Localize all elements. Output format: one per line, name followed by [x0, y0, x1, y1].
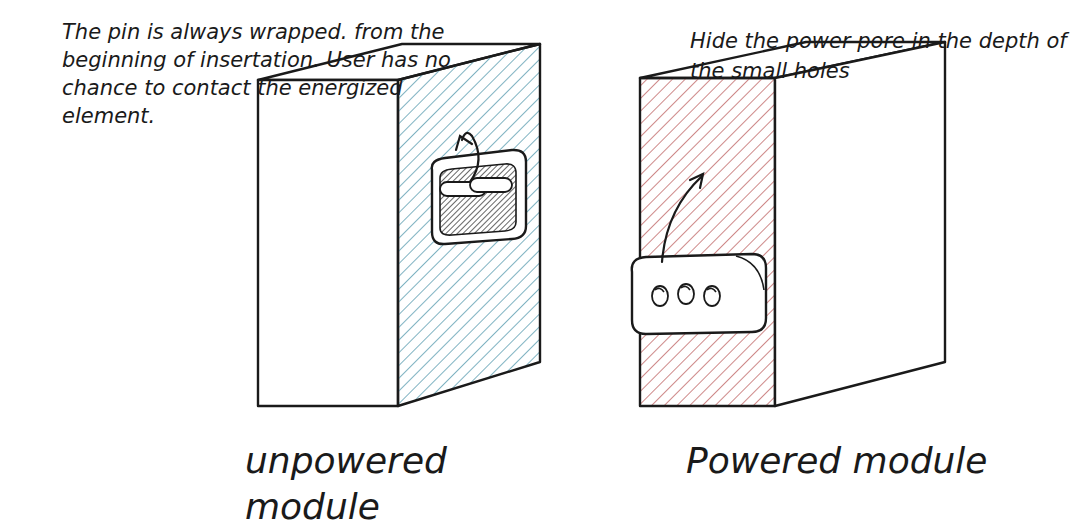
note-text: Hide the power pore in the depth of the …	[690, 26, 1090, 86]
leader-arrow	[456, 133, 479, 182]
leader-arrow	[662, 174, 703, 262]
powered-cube	[632, 42, 945, 406]
module-label: unpowered module	[245, 438, 585, 529]
note-text: The pin is always wrapped. from the begi…	[62, 18, 492, 130]
module-label: Powered module	[686, 438, 1046, 484]
